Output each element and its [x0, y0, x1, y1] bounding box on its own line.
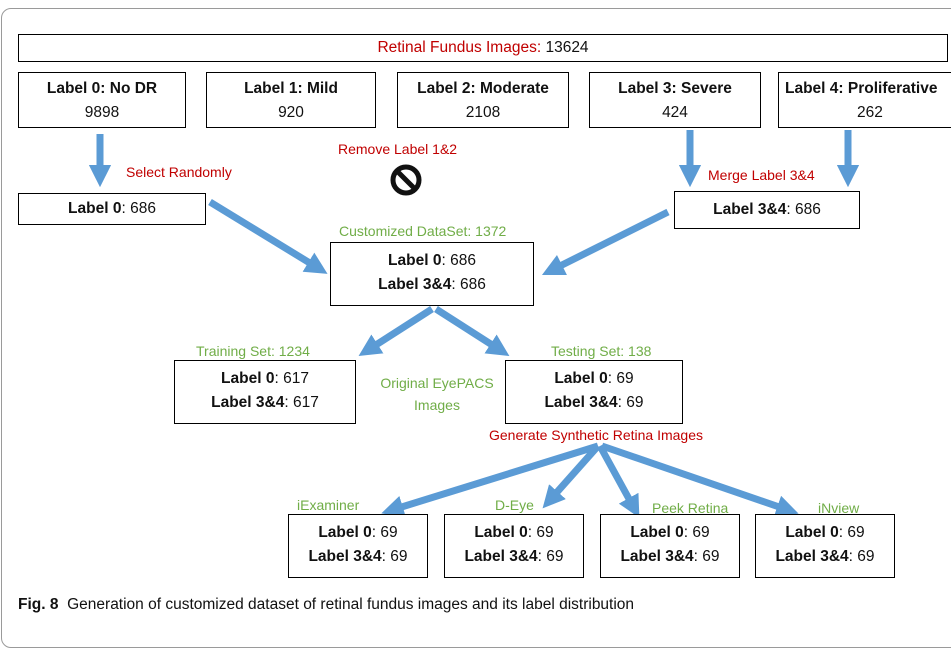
- selected-label0-name: Label 0: [68, 200, 122, 217]
- device-iexaminer-box: Label 0: 69 Label 3&4: 69: [288, 514, 428, 578]
- arrow-generate-to-iexaminer: [381, 442, 600, 518]
- training-l34-value: 617: [292, 394, 319, 411]
- label3-box: Label 3: Severe 424: [589, 72, 761, 128]
- label4-count: 262: [857, 104, 883, 121]
- label4-name: Label 4: Proliferative: [785, 80, 938, 97]
- label0-count: 9898: [84, 104, 120, 121]
- label3-name: Label 3: Severe: [618, 80, 732, 97]
- arrow-generate-to-inview: [600, 442, 799, 517]
- device-peek-name: Peek Retina: [652, 500, 729, 516]
- original-line1: Original EyePACS: [380, 375, 494, 391]
- arrow-generate-to-peek: [596, 444, 640, 518]
- customized-l0-value: 686: [450, 252, 476, 269]
- device-l0-name: Label 0: [474, 524, 528, 541]
- customized-l34-name: Label 3&4: [378, 276, 452, 293]
- arrow-customized-to-training: [358, 306, 434, 357]
- arrow-merge-to-customized: [541, 208, 670, 276]
- training-l34-name: Label 3&4: [211, 394, 285, 411]
- device-deye-box: Label 0: 69 Label 3&4: 69: [444, 514, 584, 578]
- device-l34-name: Label 3&4: [308, 548, 382, 565]
- device-l0-name: Label 0: [785, 524, 839, 541]
- caption-text: Generation of customized dataset of reti…: [67, 596, 635, 613]
- customized-l0-name: Label 0: [388, 252, 442, 269]
- total-images-label: Retinal Fundus Images: [377, 39, 537, 56]
- merged-label34-name: Label 3&4: [713, 201, 787, 218]
- original-eyepacs-label: Original EyePACS Images: [375, 372, 499, 416]
- merged-label34-box: Label 3&4: 686: [674, 191, 860, 229]
- device-l0-name: Label 0: [630, 524, 684, 541]
- device-peek-box: Label 0: 69 Label 3&4: 69: [600, 514, 740, 578]
- training-l0-name: Label 0: [221, 370, 275, 387]
- device-l0-name: Label 0: [318, 524, 372, 541]
- generate-synthetic-label: Generate Synthetic Retina Images: [489, 427, 704, 443]
- device-inview-name: iNview: [818, 500, 860, 516]
- figure-caption: Fig. 8 Generation of customized dataset …: [18, 596, 634, 614]
- device-l0-value: 69: [847, 524, 865, 541]
- device-l0-value: 69: [692, 524, 710, 541]
- label2-box: Label 2: Moderate 2108: [397, 72, 569, 128]
- customized-box: Label 0: 686 Label 3&4: 686: [330, 242, 534, 306]
- testing-l34-name: Label 3&4: [544, 394, 618, 411]
- arrow-customized-to-testing: [434, 306, 510, 357]
- device-l34-value: 69: [702, 548, 720, 565]
- remove-label: Remove Label 1&2: [338, 141, 458, 157]
- testing-box: Label 0: 69 Label 3&4: 69: [505, 360, 683, 424]
- total-images-count: 13624: [545, 39, 589, 56]
- label2-count: 2108: [465, 104, 501, 121]
- label0-box: Label 0: No DR 9898: [18, 72, 186, 128]
- merge-label: Merge Label 3&4: [708, 167, 815, 183]
- arrow-generate-to-deye: [542, 443, 601, 509]
- flow-arrows: [88, 130, 860, 518]
- arrow-select-to-customized: [208, 199, 328, 274]
- device-deye-name: D-Eye: [495, 497, 534, 513]
- label1-count: 920: [278, 104, 304, 121]
- testing-title: Testing Set: 138: [551, 343, 652, 359]
- label4-box: Label 4: Proliferative 262: [778, 72, 951, 128]
- customized-l34-value: 686: [459, 276, 486, 293]
- select-randomly-label: Select Randomly: [126, 164, 232, 180]
- testing-l0-name: Label 0: [554, 370, 608, 387]
- training-box: Label 0: 617 Label 3&4: 617: [174, 360, 356, 424]
- device-l34-value: 69: [857, 548, 875, 565]
- no-entry-icon: [390, 164, 422, 196]
- testing-l0-value: 69: [616, 370, 634, 387]
- selected-label0-box: Label 0: 686: [18, 193, 206, 225]
- original-line2: Images: [414, 397, 460, 413]
- device-iexaminer-name: iExaminer: [297, 497, 360, 513]
- device-l0-value: 69: [380, 524, 398, 541]
- device-inview-box: Label 0: 69 Label 3&4: 69: [755, 514, 895, 578]
- total-images-box: Retinal Fundus Images: 13624: [18, 34, 948, 62]
- label2-name: Label 2: Moderate: [417, 80, 549, 97]
- label0-name: Label 0: No DR: [46, 80, 158, 97]
- device-l34-name: Label 3&4: [775, 548, 849, 565]
- device-l34-value: 69: [546, 548, 564, 565]
- customized-title: Customized DataSet: 1372: [339, 223, 507, 239]
- testing-l34-value: 69: [626, 394, 644, 411]
- device-l34-name: Label 3&4: [464, 548, 538, 565]
- device-l34-value: 69: [390, 548, 408, 565]
- label3-count: 424: [662, 104, 688, 121]
- device-l34-name: Label 3&4: [620, 548, 694, 565]
- merged-label34-value: 686: [794, 201, 821, 218]
- label1-box: Label 1: Mild 920: [206, 72, 376, 128]
- device-l0-value: 69: [536, 524, 554, 541]
- selected-label0-value: 686: [130, 200, 156, 217]
- training-title: Training Set: 1234: [196, 343, 310, 359]
- caption-fig-number: Fig. 8: [18, 596, 59, 613]
- label1-name: Label 1: Mild: [244, 80, 338, 97]
- training-l0-value: 617: [283, 370, 309, 387]
